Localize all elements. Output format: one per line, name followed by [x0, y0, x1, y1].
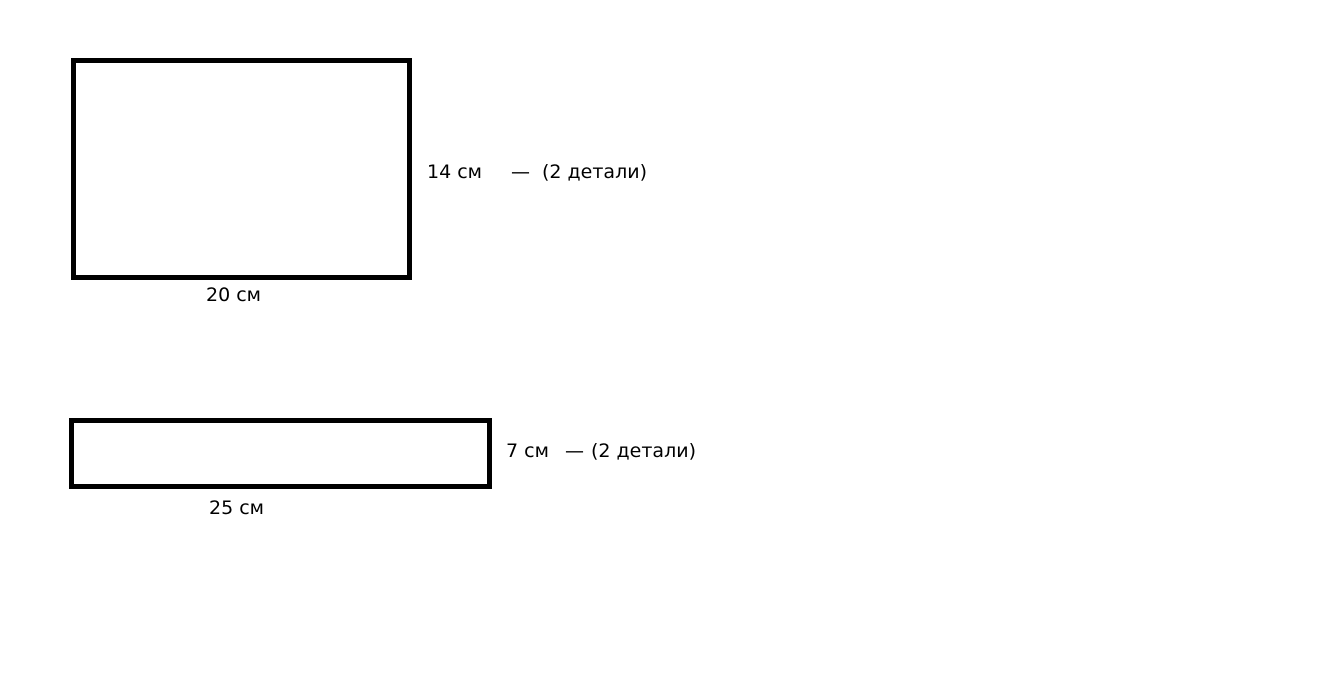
- small-piece-height-label: 7 см: [506, 440, 549, 462]
- large-rectangle-piece: [71, 58, 412, 280]
- large-piece-dash: —: [511, 161, 530, 183]
- large-piece-count-label: (2 детали): [542, 161, 647, 183]
- small-piece-count-label: (2 детали): [591, 440, 696, 462]
- large-piece-height-label: 14 см: [427, 161, 482, 183]
- small-rectangle-piece: [69, 418, 492, 489]
- small-piece-dash: —: [565, 440, 584, 462]
- large-piece-width-label: 20 см: [206, 284, 261, 306]
- small-piece-width-label: 25 см: [209, 497, 264, 519]
